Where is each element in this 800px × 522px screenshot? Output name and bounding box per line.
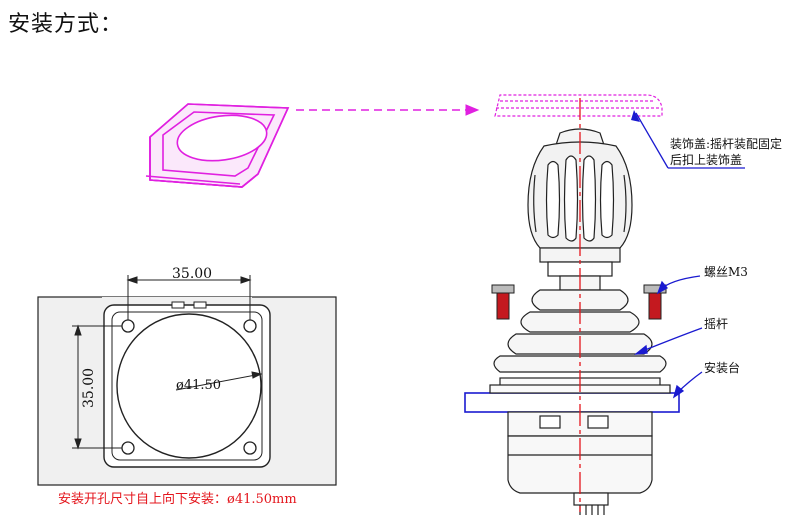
screw-label: 螺丝M3: [704, 265, 748, 279]
mount-callout: [672, 371, 703, 399]
cover-note-line2: 后扣上装饰盖: [670, 153, 742, 167]
joystick-callout: [633, 327, 703, 355]
cover-callout: [631, 110, 745, 169]
cover-note-line1: 装饰盖:摇杆装配固定: [670, 136, 782, 151]
page-title: 安装方式：: [8, 12, 124, 37]
screw-callout: [656, 275, 701, 295]
joystick-bellows: [493, 275, 667, 373]
mount-plate-outline: [464, 392, 680, 413]
install-cutout-note: 安装开孔尺寸自上向下安装：ø41.50mm: [58, 492, 297, 507]
dimension-height-label: 35.00: [81, 368, 97, 408]
decorative-cover-3d: [145, 103, 290, 188]
projection-arrow: [296, 104, 480, 116]
dimension-diameter: [175, 371, 263, 391]
dimension-height: [72, 324, 122, 450]
screw-right: [643, 284, 667, 320]
screw-left: [491, 284, 515, 320]
cover-dashed-outline: [494, 94, 663, 117]
joystick-label: 摇杆: [704, 317, 728, 331]
mounting-panel: [37, 296, 337, 486]
dimension-width: [126, 275, 252, 320]
dimension-diameter-label: ø41.50: [176, 378, 221, 393]
dimension-width-label: 35.00: [172, 266, 212, 282]
mount-label: 安装台: [704, 360, 740, 375]
